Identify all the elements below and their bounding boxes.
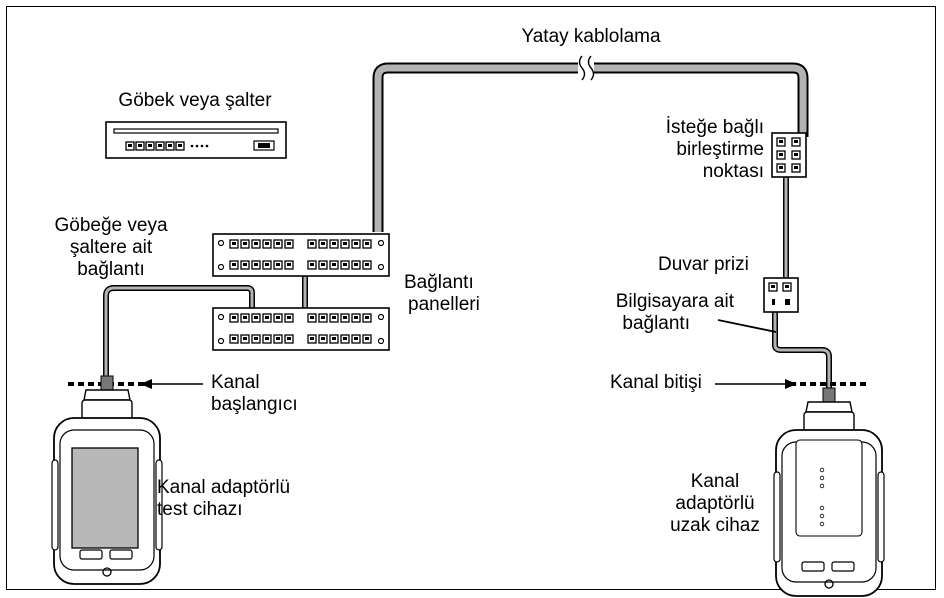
tester-line-1: Kanal adaptörlü (157, 477, 291, 498)
consolidation-point-line-2: birleştirme (676, 139, 764, 160)
patch-panels-line-2: panelleri (408, 294, 480, 315)
consolidation-point-line-3: noktası (702, 161, 764, 182)
consolidation-point-line-1: İsteğe bağlı (665, 117, 764, 138)
hub-switch-icon (105, 121, 287, 159)
hub-connection-cable (103, 285, 255, 380)
tester-line-2: test cihazı (157, 499, 243, 520)
tester-label: Kanal adaptörlü test cihazı (157, 477, 290, 521)
pc-connection-leader (717, 319, 777, 333)
patch-panels-label: Bağlantı panelleri (404, 272, 480, 316)
hub-connection-line-2: şaltere ait (69, 237, 153, 258)
pc-connection-label: Bilgisayara ait bağlantı (560, 291, 734, 335)
channel-start-marker (68, 379, 203, 389)
remote-line-3: uzak cihaz (670, 515, 760, 536)
remote-label: Kanal adaptörlü uzak cihaz (640, 471, 790, 537)
hub-connection-line-1: Göbeğe veya (54, 215, 168, 236)
horizontal-cabling-label: Yatay kablolama (521, 26, 661, 47)
hub-switch-label: Göbek veya şalter (118, 90, 272, 111)
pc-connection-cable (772, 310, 832, 395)
remote-line-1: Kanal (690, 471, 740, 492)
remote-line-2: adaptörlü (675, 493, 755, 514)
wall-outlet-icon (763, 277, 799, 313)
hub-connection-line-3: bağlantı (77, 259, 145, 280)
patch-panel-icon (213, 234, 389, 350)
consolidation-point-icon (771, 132, 807, 178)
pc-connection-line-2: bağlantı (622, 313, 690, 334)
channel-start-line-1: Kanal (211, 372, 260, 393)
channel-end-marker (715, 379, 866, 389)
tester-icon (51, 375, 163, 585)
horizontal-cable (372, 55, 809, 232)
hub-connection-label: Göbeğe veya şaltere ait bağlantı (36, 215, 186, 281)
channel-start-line-2: başlangıcı (211, 394, 298, 415)
channel-start-label: Kanal başlangıcı (211, 372, 298, 416)
remote-unit-icon (773, 387, 885, 597)
consolidation-point-label: İsteğe bağlı birleştirme noktası (630, 117, 764, 183)
patch-panels-line-1: Bağlantı (404, 272, 474, 293)
wall-outlet-label: Duvar prizi (658, 254, 749, 275)
pc-connection-line-1: Bilgisayara ait (615, 291, 734, 312)
channel-end-label: Kanal bitişi (610, 372, 702, 393)
